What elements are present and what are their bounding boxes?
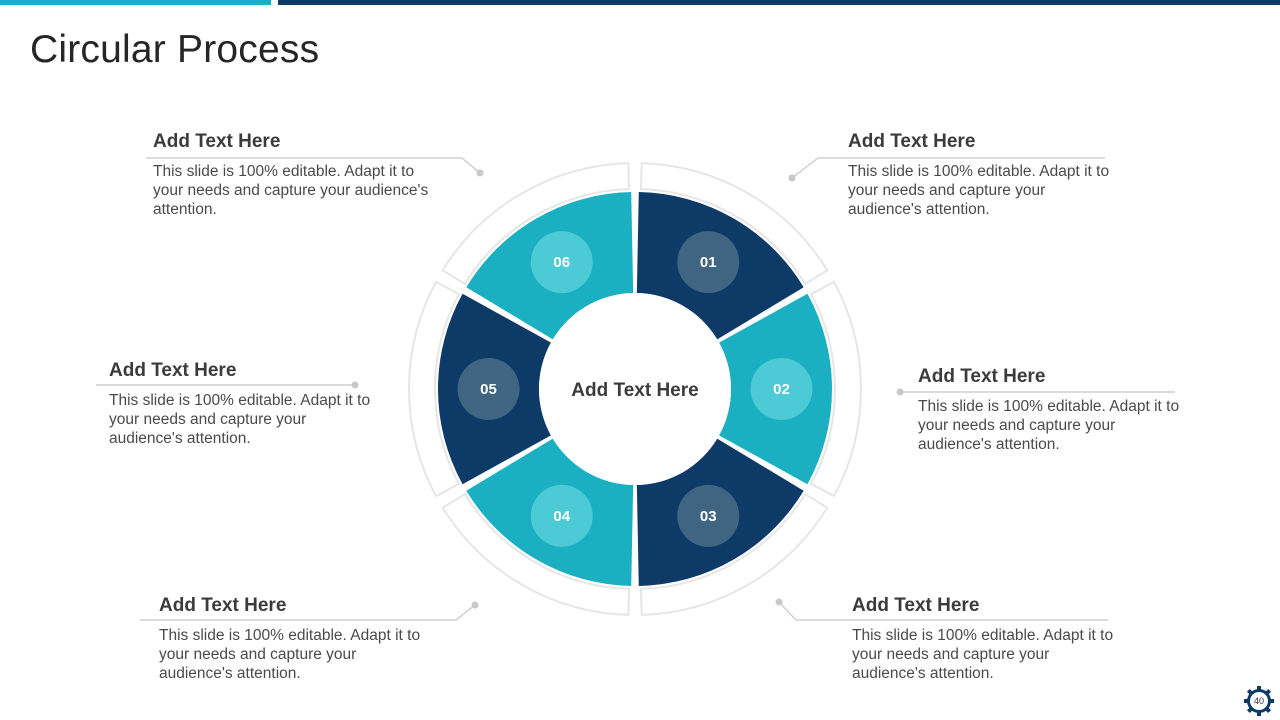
segment-number-badge	[530, 484, 593, 547]
callout-heading: Add Text Here	[848, 131, 976, 152]
leader-dot	[471, 601, 479, 609]
segment-number-label: 04	[553, 508, 570, 525]
segment-number-badge	[677, 231, 740, 294]
callout-body: This slide is 100% editable. Adapt it to…	[918, 398, 1180, 453]
leader-lines	[96, 157, 1175, 621]
callout-heading: Add Text Here	[153, 131, 281, 152]
leader-dot	[775, 598, 783, 606]
callout-body: This slide is 100% editable. Adapt it to…	[848, 163, 1110, 218]
callout-05: Add Text Here This slide is 100% editabl…	[109, 360, 371, 448]
leader-line	[791, 157, 1105, 179]
leader-dot	[788, 174, 796, 182]
outer-ring-sector	[639, 492, 829, 616]
leader-dot	[476, 169, 484, 177]
callout-03: Add Text Here This slide is 100% editabl…	[852, 595, 1114, 683]
leader-dot	[896, 388, 904, 396]
leader-line	[140, 604, 476, 621]
callout-body: This slide is 100% editable. Adapt it to…	[159, 627, 421, 682]
callout-body: This slide is 100% editable. Adapt it to…	[109, 392, 371, 447]
top-accent-bar-navy	[278, 0, 1280, 5]
callout-01: Add Text Here This slide is 100% editabl…	[848, 131, 1110, 219]
outer-ring-sector	[441, 162, 631, 286]
callout-heading: Add Text Here	[159, 595, 287, 616]
callout-heading: Add Text Here	[852, 595, 980, 616]
center-label: Add Text Here	[571, 380, 698, 401]
segment-number-badge	[750, 358, 813, 420]
outer-ring-sector	[809, 280, 862, 498]
callout-heading: Add Text Here	[918, 366, 1046, 387]
outer-ring-sector	[408, 280, 461, 498]
callout-heading: Add Text Here	[109, 360, 237, 381]
segment-number-badge	[530, 231, 593, 294]
outer-ring	[408, 162, 862, 616]
callout-06: Add Text Here This slide is 100% editabl…	[153, 131, 438, 219]
gear-icon	[1244, 686, 1274, 716]
segment-number-label: 06	[553, 254, 570, 271]
center-hub	[539, 293, 731, 485]
callout-02: Add Text Here This slide is 100% editabl…	[918, 366, 1180, 454]
callout-body: This slide is 100% editable. Adapt it to…	[153, 163, 429, 218]
segment-number-badge	[677, 484, 740, 547]
leader-dot	[351, 381, 359, 389]
segment-number-label: 02	[773, 381, 790, 398]
leader-line	[778, 601, 1108, 621]
segment-number-badge	[457, 358, 520, 420]
slide-title: Circular Process	[30, 28, 320, 71]
top-accent-bar-teal	[0, 0, 271, 5]
callout-04: Add Text Here This slide is 100% editabl…	[159, 595, 421, 683]
process-segments: 01 02 03 04 05 06	[437, 192, 832, 586]
segment-number-label: 05	[480, 381, 497, 398]
segment-number-label: 03	[700, 508, 717, 525]
segment-number-label: 01	[700, 254, 717, 271]
leader-line	[146, 157, 481, 174]
page-number: 40	[1253, 696, 1264, 706]
outer-ring-sector	[441, 492, 631, 616]
callout-body: This slide is 100% editable. Adapt it to…	[852, 627, 1114, 682]
outer-ring-sector	[639, 162, 829, 286]
